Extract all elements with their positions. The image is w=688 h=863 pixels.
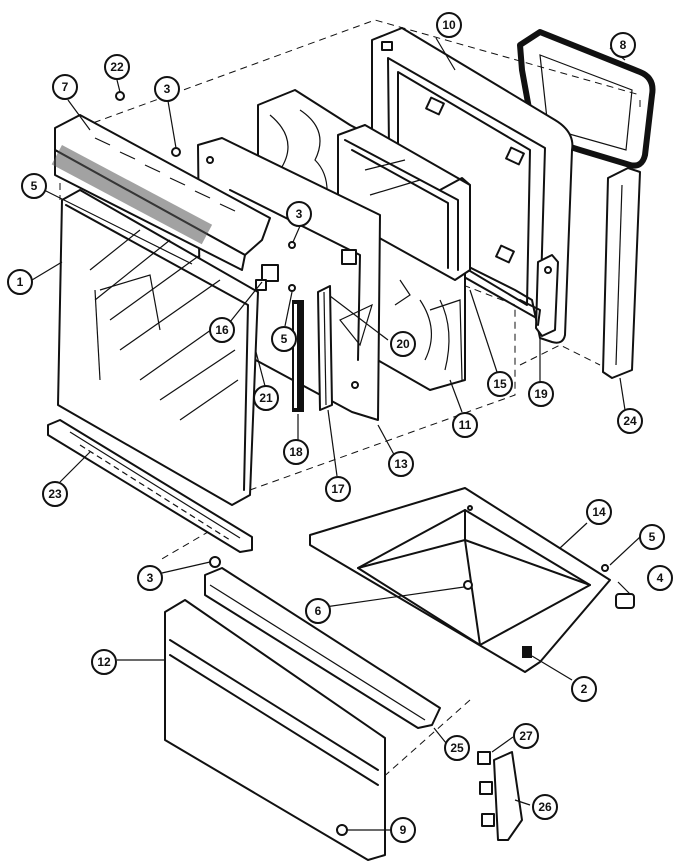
callout-8: 8: [610, 32, 636, 58]
callout-2: 2: [571, 676, 597, 702]
callout-20: 20: [390, 331, 416, 357]
callout-14: 14: [586, 499, 612, 525]
part-19-hinge: [519, 254, 559, 337]
part-2-glide: [522, 646, 532, 658]
svg-text:25: 25: [450, 741, 464, 755]
svg-text:12: 12: [97, 655, 111, 669]
part-10-door-frame: [371, 27, 574, 344]
svg-text:1: 1: [17, 275, 24, 289]
part-27-clips: [477, 751, 495, 827]
part-23-bottom-trim: [47, 419, 253, 553]
svg-text:14: 14: [592, 505, 606, 519]
svg-text:24: 24: [623, 414, 637, 428]
part-26-side-panel: [493, 751, 523, 841]
svg-text:10: 10: [442, 18, 456, 32]
svg-text:8: 8: [620, 38, 627, 52]
callout-25: 25: [444, 735, 470, 761]
callout-3: 3: [154, 76, 180, 102]
svg-text:3: 3: [147, 571, 154, 585]
svg-text:5: 5: [649, 530, 656, 544]
part-14-drawer-pan: [309, 487, 611, 673]
part-16-latch: [255, 264, 279, 291]
svg-text:26: 26: [538, 800, 552, 814]
part-25-drawer-handle: [204, 567, 441, 729]
svg-text:11: 11: [459, 418, 472, 432]
part-17-channel: [317, 285, 333, 411]
callout-23: 23: [42, 481, 68, 507]
callout-3: 3: [286, 201, 312, 227]
svg-text:2: 2: [581, 682, 588, 696]
callout-19: 19: [528, 381, 554, 407]
callout-18: 18: [283, 439, 309, 465]
callout-16: 16: [209, 317, 235, 343]
part-12-drawer-front: [164, 599, 386, 861]
svg-text:16: 16: [215, 323, 229, 337]
part-1-door-glass: [57, 189, 259, 506]
callout-4: 4: [647, 565, 673, 591]
part-15-glass-pack: [337, 124, 471, 281]
callout-26: 26: [532, 794, 558, 820]
part-24-side-trim: [602, 167, 641, 379]
svg-text:9: 9: [400, 823, 407, 837]
callout-5: 5: [271, 326, 297, 352]
svg-text:5: 5: [281, 332, 288, 346]
callout-6: 6: [305, 598, 331, 624]
svg-text:3: 3: [296, 207, 303, 221]
svg-text:4: 4: [657, 571, 664, 585]
callout-5: 5: [639, 524, 665, 550]
callout-5: 5: [21, 173, 47, 199]
svg-text:3: 3: [164, 82, 171, 96]
callout-11: 11: [452, 412, 478, 438]
callout-17: 17: [325, 476, 351, 502]
callout-9: 9: [390, 817, 416, 843]
callout-12: 12: [91, 649, 117, 675]
callout-10: 10: [436, 12, 462, 38]
svg-text:13: 13: [394, 457, 408, 471]
svg-text:6: 6: [315, 604, 322, 618]
callout-15: 15: [487, 371, 513, 397]
callout-3: 3: [137, 565, 163, 591]
svg-text:7: 7: [62, 80, 69, 94]
callout-27: 27: [513, 723, 539, 749]
part-18-spring: [292, 300, 304, 412]
callout-7: 7: [52, 74, 78, 100]
fasteners: [115, 91, 609, 836]
part-4-foot: [615, 593, 635, 609]
callout-13: 13: [388, 451, 414, 477]
callout-21: 21: [253, 385, 279, 411]
svg-text:20: 20: [396, 337, 410, 351]
svg-text:15: 15: [493, 377, 507, 391]
svg-text:23: 23: [48, 487, 62, 501]
leader-lines: [31, 37, 641, 831]
callout-22: 22: [104, 54, 130, 80]
callout-24: 24: [617, 408, 643, 434]
svg-text:21: 21: [259, 391, 273, 405]
svg-text:19: 19: [534, 387, 548, 401]
svg-text:18: 18: [289, 445, 303, 459]
svg-text:22: 22: [110, 60, 124, 74]
svg-text:17: 17: [331, 482, 345, 496]
svg-text:5: 5: [31, 179, 38, 193]
part-7-top-trim: [51, 114, 271, 271]
svg-text:27: 27: [519, 729, 533, 743]
callout-1: 1: [7, 269, 33, 295]
